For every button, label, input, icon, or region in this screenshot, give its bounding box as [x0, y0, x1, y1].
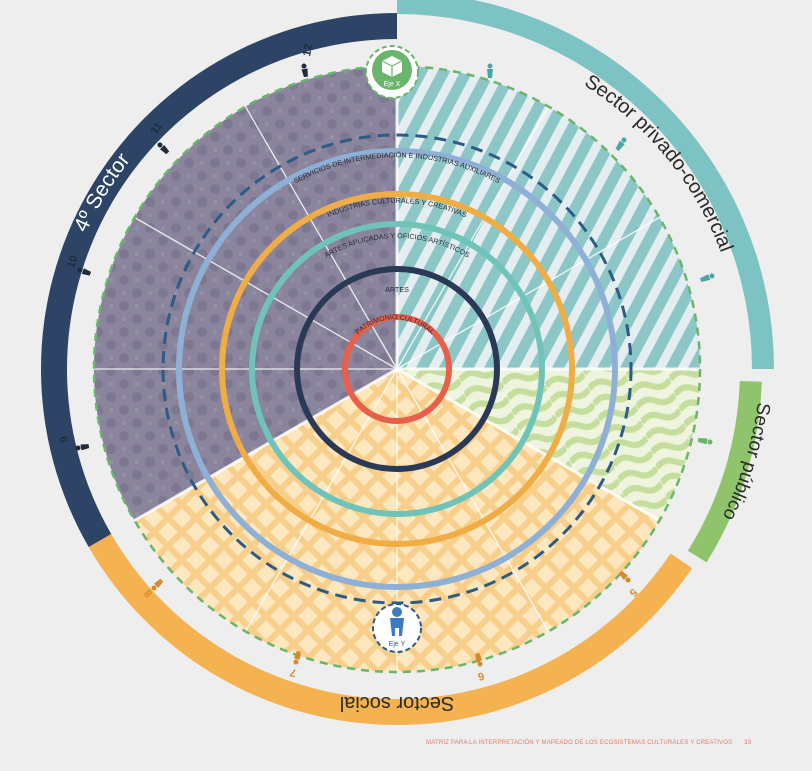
pie-publico [397, 369, 700, 521]
person-icon-p3 [700, 273, 715, 282]
person-icon-p1 [487, 63, 493, 78]
number-9: 9 [58, 435, 71, 443]
figure-10: 10 [65, 254, 92, 276]
pie-privado [397, 66, 700, 369]
pie-cuarto [94, 66, 397, 521]
label-artes: ARTES [385, 285, 409, 294]
person-icon-12 [301, 63, 308, 78]
ecosystem-boundary [92, 64, 702, 674]
figure-5: 5 [618, 570, 640, 599]
privado-figures [487, 63, 715, 282]
person-icon-8 [151, 578, 164, 591]
ring-artes [294, 266, 500, 472]
eje-x-badge: Eje X [365, 45, 419, 99]
eje-y-badge: Eje Y [372, 603, 422, 653]
person-icon-eje-y [390, 607, 404, 636]
figure-11: 11 [149, 120, 170, 155]
number-5: 5 [627, 586, 640, 599]
outer-band-publico [687, 380, 762, 563]
ring-servicios-solid [176, 148, 618, 590]
ring-patrimonio [342, 314, 452, 424]
figure-7: 7 [289, 650, 301, 679]
person-icon-pu1 [697, 437, 713, 445]
person-icon-p2 [615, 137, 627, 151]
figure-9: 9 [58, 435, 90, 451]
outer-band-cuarto [40, 13, 397, 547]
person-icon-5 [618, 570, 631, 583]
sector-label-social-text: Sector social [340, 692, 455, 714]
cube-icon [381, 56, 403, 77]
person-icon-6 [475, 652, 483, 667]
number-12: 12 [301, 43, 315, 57]
figure-12: 12 [301, 43, 315, 78]
number-6: 6 [476, 669, 485, 682]
person-icon-10 [77, 267, 92, 276]
publico-figures [697, 437, 713, 445]
outer-band-social [88, 534, 693, 725]
number-7: 7 [289, 666, 298, 679]
number-10: 10 [65, 254, 80, 269]
number-11: 11 [149, 120, 166, 136]
page-number: 33 [744, 740, 752, 746]
sector-label-cuarto: 4º Sector [70, 149, 135, 235]
person-icon-9 [75, 444, 90, 451]
footer-text: MATRIZ PARA LA INTERPRETACIÓN Y MAPEADO … [426, 740, 733, 746]
figure-6: 6 [475, 652, 485, 682]
person-icon-7 [293, 650, 301, 665]
eje-x-label: Eje X [384, 81, 401, 88]
page-footer: MATRIZ PARA LA INTERPRETACIÓN Y MAPEADO … [426, 740, 751, 746]
person-icon-11 [157, 142, 170, 155]
ring-industrias [219, 191, 575, 547]
eje-y-label: Eje Y [389, 641, 406, 648]
ring-artes-aplicadas [249, 221, 545, 517]
